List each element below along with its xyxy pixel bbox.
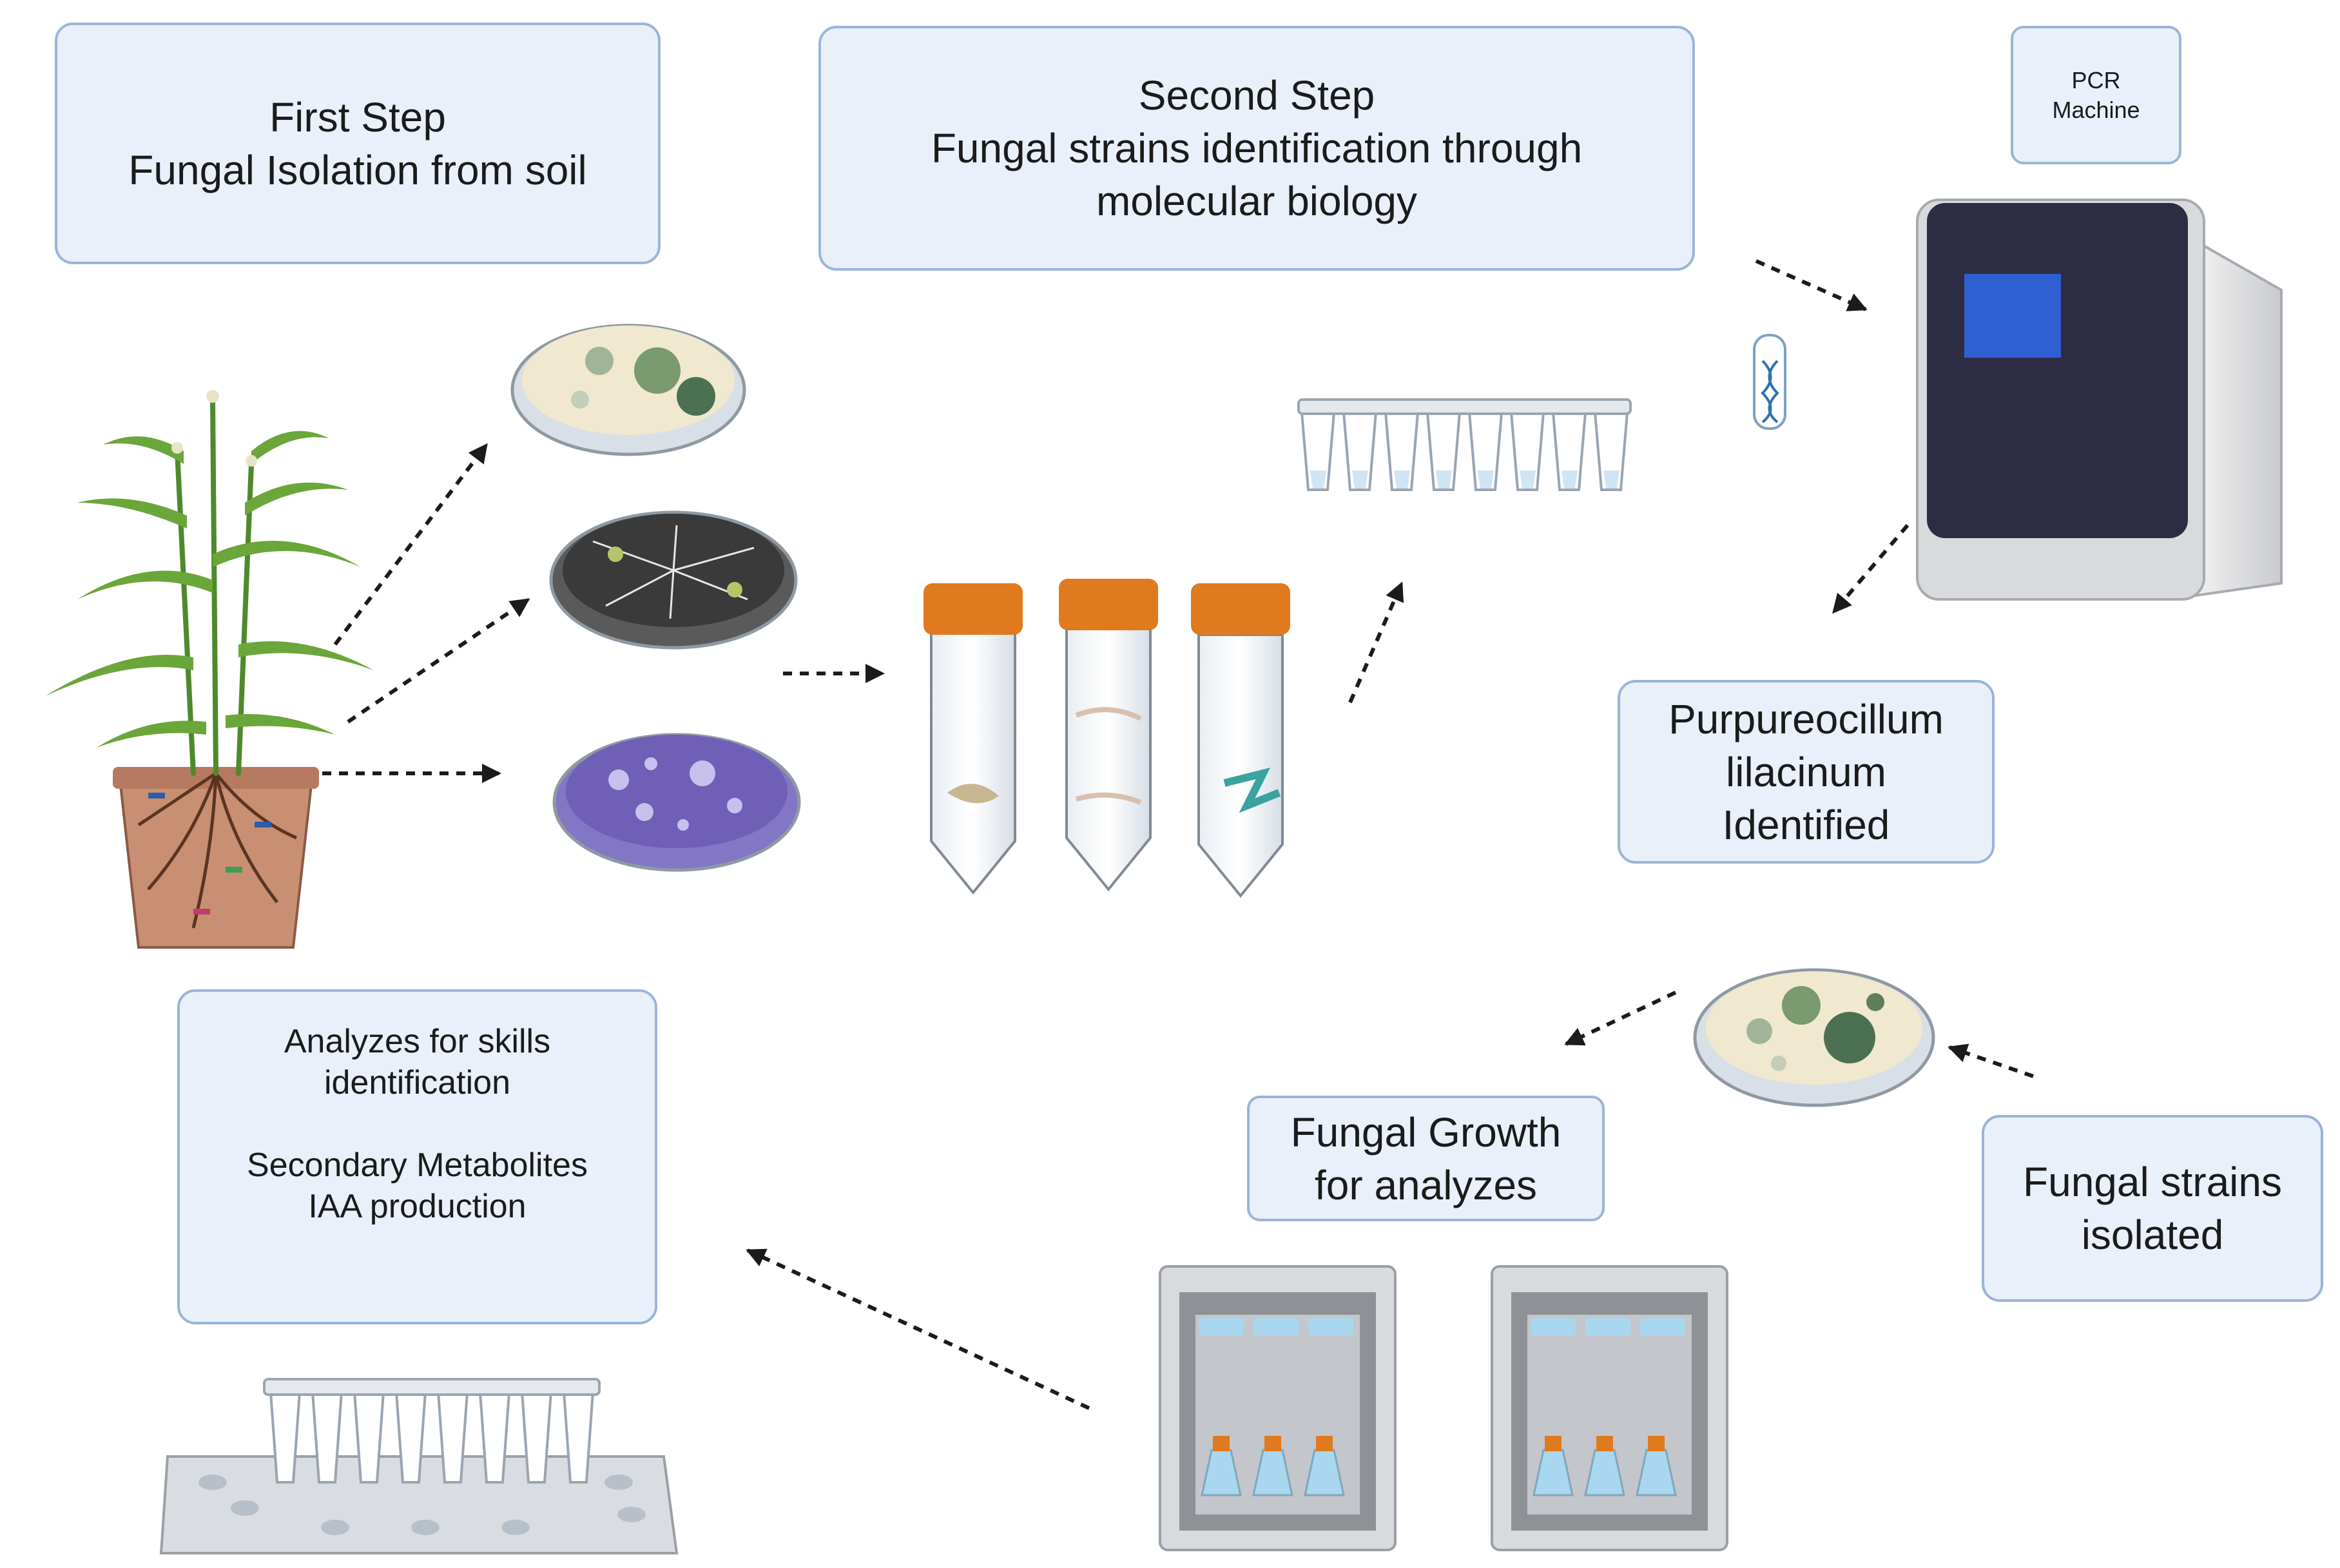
pcr-label-line1: PCR <box>2071 66 2121 93</box>
pcr-label-line2: Machine <box>2052 96 2140 123</box>
second-step-box: Second Step Fungal strains identificatio… <box>818 26 1695 271</box>
strains-isolated-line1: Fungal strains <box>2023 1159 2282 1205</box>
analyzes-title-line2: identification <box>324 1064 511 1101</box>
tube-rack-icon <box>159 1378 679 1554</box>
petri-dish-purple-icon <box>552 733 801 872</box>
arrow-plant-to-dish1 <box>333 443 488 646</box>
arrow-tubes-to-strip <box>1348 581 1404 704</box>
petri-dish-dark-icon <box>549 510 798 650</box>
arrow-isolated-to-dish <box>1948 1043 2034 1078</box>
fungal-growth-line1: Fungal Growth <box>1290 1108 1562 1156</box>
second-step-description-line2: molecular biology <box>1096 178 1418 224</box>
arrow-to-pcr-machine <box>1755 259 1868 311</box>
petri-dish-result-icon <box>1693 968 1935 1107</box>
strains-isolated-line2: isolated <box>2081 1212 2224 1258</box>
arrow-dish-to-growth <box>1564 991 1677 1046</box>
petri-dish-colonies-icon <box>510 324 746 456</box>
plant-in-pot-icon <box>45 390 374 949</box>
pcr-machine-icon <box>1916 198 2283 601</box>
analyzes-box: Analyzes for skills identification Secon… <box>177 989 657 1324</box>
analyzes-item-metabolites: Secondary Metabolites <box>247 1147 588 1184</box>
pcr-machine-label-box: PCR Machine <box>2011 26 2181 164</box>
species-epithet: lilacinum <box>1726 748 1886 795</box>
falcon-tubes-icon <box>923 579 1290 898</box>
analyzes-item-iaa: IAA production <box>308 1188 527 1225</box>
second-step-description-line1: Fungal strains identification through <box>931 125 1583 171</box>
first-step-description: Fungal Isolation from soil <box>128 146 587 193</box>
arrow-plant-to-dish2 <box>347 597 530 724</box>
dna-tube-icon <box>1753 334 1786 430</box>
identified-label: Identified <box>1722 801 1890 848</box>
identified-species-box: Purpureocillum lilacinum Identified <box>1618 680 1995 864</box>
analyzes-title-line1: Analyzes for skills <box>284 1023 551 1060</box>
first-step-box: First Step Fungal Isolation from soil <box>55 23 661 264</box>
species-genus: Purpureocillum <box>1668 695 1944 742</box>
arrow-pcr-to-identified <box>1832 524 1910 614</box>
first-step-title: First Step <box>269 93 446 140</box>
fungal-growth-line2: for analyzes <box>1314 1161 1538 1208</box>
strains-isolated-box: Fungal strains isolated <box>1982 1115 2323 1302</box>
arrow-incubator-to-analyzes <box>746 1248 1090 1410</box>
second-step-title: Second Step <box>1138 72 1375 119</box>
incubator-icon-1 <box>1159 1265 1397 1551</box>
pcr-strip-tubes-icon <box>1297 398 1632 491</box>
incubator-icon-2 <box>1491 1265 1728 1551</box>
fungal-growth-box: Fungal Growth for analyzes <box>1247 1096 1605 1221</box>
